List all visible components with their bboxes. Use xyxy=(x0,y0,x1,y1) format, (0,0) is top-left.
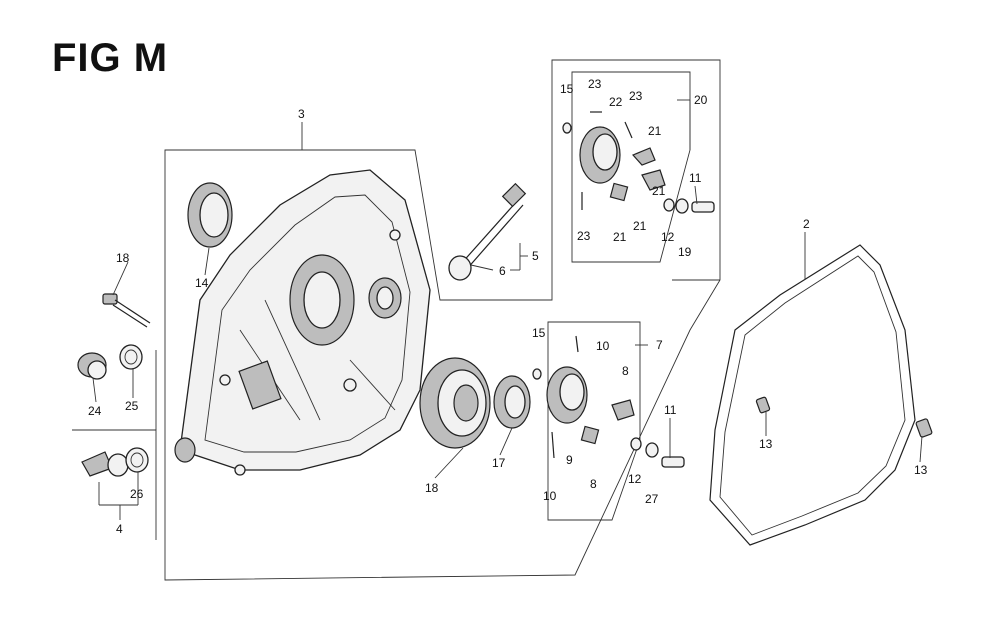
callout-2: 2 xyxy=(803,217,810,231)
callout-24: 24 xyxy=(88,404,102,418)
callout-23-a: 23 xyxy=(588,77,602,91)
callout-8-lower: 8 xyxy=(590,477,597,491)
callout-14: 14 xyxy=(195,276,209,290)
oil-pump-gear xyxy=(532,335,685,468)
drain-plug-group-box xyxy=(72,429,157,540)
callout-10-lower: 10 xyxy=(543,489,557,503)
callout-21-b: 21 xyxy=(652,184,666,198)
callout-23-c: 23 xyxy=(577,229,591,243)
callout-15-lower: 15 xyxy=(532,326,546,340)
ball-bearing xyxy=(419,357,491,449)
callout-4: 4 xyxy=(116,522,123,536)
callout-5: 5 xyxy=(532,249,539,263)
dowel-pin xyxy=(915,418,933,438)
flange-bolt xyxy=(102,293,151,328)
callout-7: 7 xyxy=(656,338,663,352)
callout-11-upper: 11 xyxy=(689,171,702,185)
callout-20: 20 xyxy=(694,93,708,107)
callout-12-lower: 12 xyxy=(628,472,642,486)
o-ring xyxy=(125,447,149,473)
figure-title: FIG M xyxy=(52,36,169,80)
oil-filler-plug xyxy=(448,182,527,281)
callout-11-lower: 11 xyxy=(664,403,677,417)
crankcase-cover-gasket xyxy=(709,244,916,546)
callout-18-bearing: 18 xyxy=(425,481,439,495)
callout-3: 3 xyxy=(298,107,305,121)
callout-27: 27 xyxy=(645,492,659,506)
callout-10-upper: 10 xyxy=(596,339,610,353)
callout-22: 22 xyxy=(609,95,623,109)
governor-gear xyxy=(562,111,715,214)
callout-9: 9 xyxy=(566,453,573,467)
callout-6: 6 xyxy=(499,264,506,278)
callout-13-right: 13 xyxy=(914,463,928,477)
callout-26: 26 xyxy=(130,487,144,501)
oil-drain-bolt xyxy=(77,352,107,380)
callout-12-upper: 12 xyxy=(661,230,675,244)
callout-18-bolt: 18 xyxy=(116,251,130,265)
callout-21-d: 21 xyxy=(613,230,627,244)
oil-pump-group-box xyxy=(547,321,641,521)
oil-seal xyxy=(187,182,233,248)
callout-13-left: 13 xyxy=(759,437,773,451)
crankcase-cover-group-outline xyxy=(164,59,721,581)
callout-25: 25 xyxy=(125,399,139,413)
needle-bearing xyxy=(493,375,531,429)
callout-8-upper: 8 xyxy=(622,364,629,378)
callout-15-upper: 15 xyxy=(560,82,574,96)
callout-19: 19 xyxy=(678,245,692,259)
leader-lines xyxy=(92,99,923,520)
callout-21-a: 21 xyxy=(648,124,662,138)
callout-21-c: 21 xyxy=(633,219,647,233)
sealing-washer xyxy=(119,344,143,370)
callout-23-b: 23 xyxy=(629,89,643,103)
governor-group-box xyxy=(571,71,691,263)
callout-17: 17 xyxy=(492,456,506,470)
oil-dipstick xyxy=(81,451,129,477)
crankcase-cover xyxy=(174,169,431,476)
